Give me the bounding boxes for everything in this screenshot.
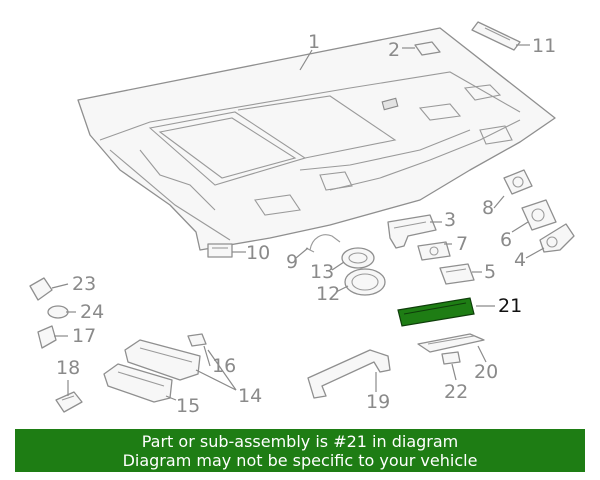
callout-14: 14 [238,385,262,407]
part-22 [441,351,461,365]
part-10 [207,243,233,258]
leader-lines [51,44,545,401]
part-18 [55,391,83,413]
headliner-part-1 [77,27,556,251]
part-11 [471,21,521,51]
part-3 [387,214,437,249]
info-banner: Part or sub-assembly is #21 in diagram D… [15,429,585,472]
part-24 [47,305,69,319]
callout-21: 21 [498,295,522,317]
callout-6: 6 [500,229,512,251]
part-12 [344,268,386,296]
part-8 [503,169,533,195]
part-6 [521,199,557,231]
callout-1: 1 [308,31,320,53]
part-5 [439,263,475,285]
callout-24: 24 [80,301,104,323]
banner-line-1: Part or sub-assembly is #21 in diagram [141,431,459,451]
banner-line-2: Diagram may not be specific to your vehi… [122,450,478,470]
callout-10: 10 [246,242,270,264]
part-23 [29,277,53,301]
part-16 [187,333,207,347]
callout-11: 11 [532,35,556,57]
callout-12: 12 [316,283,340,305]
callout-9: 9 [286,251,298,273]
callout-16: 16 [212,355,236,377]
callout-22: 22 [444,381,468,403]
callout-23: 23 [72,273,96,295]
part-9 [305,234,341,253]
callout-3: 3 [444,209,456,231]
callout-7: 7 [456,233,468,255]
part-7 [417,241,451,261]
callout-8: 8 [482,197,494,219]
callout-5: 5 [484,261,496,283]
callout-15: 15 [176,395,200,417]
part-13 [341,247,375,269]
callout-20: 20 [474,361,498,383]
callout-4: 4 [514,249,526,271]
callout-19: 19 [366,391,390,413]
part-20 [417,333,485,353]
part-4 [539,223,575,253]
callout-2: 2 [388,39,400,61]
part-14 [124,339,201,381]
part-19 [307,349,391,399]
part-17 [37,325,57,349]
callout-13: 13 [310,261,334,283]
callout-18: 18 [56,357,80,379]
callout-17: 17 [72,325,96,347]
part-21-highlighted [397,297,475,327]
part-2 [414,41,441,56]
